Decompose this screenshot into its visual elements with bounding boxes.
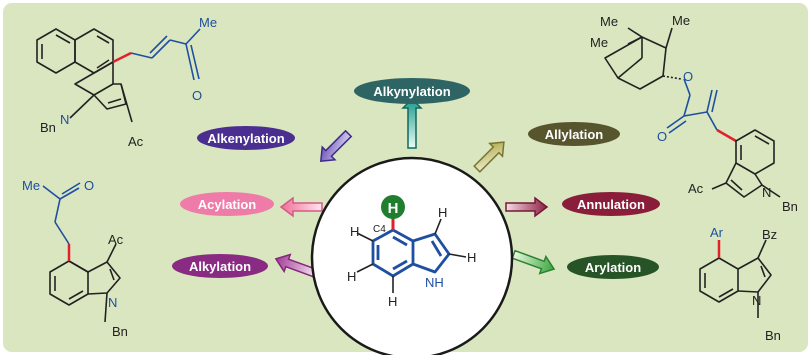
h-label: H <box>438 205 447 220</box>
svg-text:Alkynylation: Alkynylation <box>373 84 450 99</box>
svg-text:Allylation: Allylation <box>545 127 604 142</box>
product-alkylation <box>42 182 121 323</box>
substituent-o: O <box>683 69 693 84</box>
substituent-me: Me <box>590 35 608 50</box>
central-indole: H C4 H H H H H NH <box>310 156 514 360</box>
substituent-ac: Ac <box>128 134 144 149</box>
substituent-me: Me <box>600 14 618 29</box>
c4-label: C4 <box>373 224 386 235</box>
svg-text:Alkylation: Alkylation <box>189 259 251 274</box>
h-label: H <box>350 224 359 239</box>
substituent-o: O <box>84 178 94 193</box>
pill-acylation: Acylation <box>180 192 274 216</box>
arrow-annulation <box>505 196 549 218</box>
substituent-bz: Bz <box>762 227 777 242</box>
substituent-o: O <box>192 88 202 103</box>
h-label: H <box>388 294 397 309</box>
substituent-ac: Ac <box>108 232 124 247</box>
substituent-me: Me <box>22 178 40 193</box>
substituent-n: N <box>762 185 771 200</box>
substituent-me: Me <box>199 15 217 30</box>
pill-alkynylation: Alkynylation <box>354 78 470 104</box>
pill-allylation: Allylation <box>528 122 620 146</box>
h-label: H <box>347 269 356 284</box>
substituent-me: Me <box>672 13 690 28</box>
svg-text:Acylation: Acylation <box>198 197 257 212</box>
substituent-n: N <box>752 293 761 308</box>
arrow-alkenylation <box>319 129 353 163</box>
product-arylation <box>699 239 772 318</box>
c4-hydrogen: H <box>388 200 399 217</box>
substituent-n: N <box>60 112 69 127</box>
substituent-ar: Ar <box>710 225 724 240</box>
pill-annulation: Annulation <box>562 192 660 216</box>
substituent-o: O <box>657 129 667 144</box>
product-alkenylation <box>36 28 201 123</box>
svg-text:Arylation: Arylation <box>585 260 641 275</box>
arrow-allylation <box>473 141 505 173</box>
substituent-n: N <box>108 295 117 310</box>
substituent-bn: Bn <box>765 328 781 343</box>
arrow-acylation <box>279 196 323 218</box>
h-label: H <box>467 250 476 265</box>
svg-text:Annulation: Annulation <box>577 197 645 212</box>
pill-alkenylation: Alkenylation <box>197 126 295 150</box>
substituent-bn: Bn <box>40 120 56 135</box>
arrow-arylation <box>511 249 556 275</box>
nh-label: NH <box>425 275 444 290</box>
product-allylation <box>604 27 781 198</box>
substituent-ac: Ac <box>688 181 704 196</box>
pill-alkylation: Alkylation <box>172 254 268 278</box>
svg-text:Alkenylation: Alkenylation <box>207 131 284 146</box>
substituent-bn: Bn <box>782 199 798 214</box>
substituent-bn: Bn <box>112 324 128 339</box>
pill-arylation: Arylation <box>567 255 659 279</box>
